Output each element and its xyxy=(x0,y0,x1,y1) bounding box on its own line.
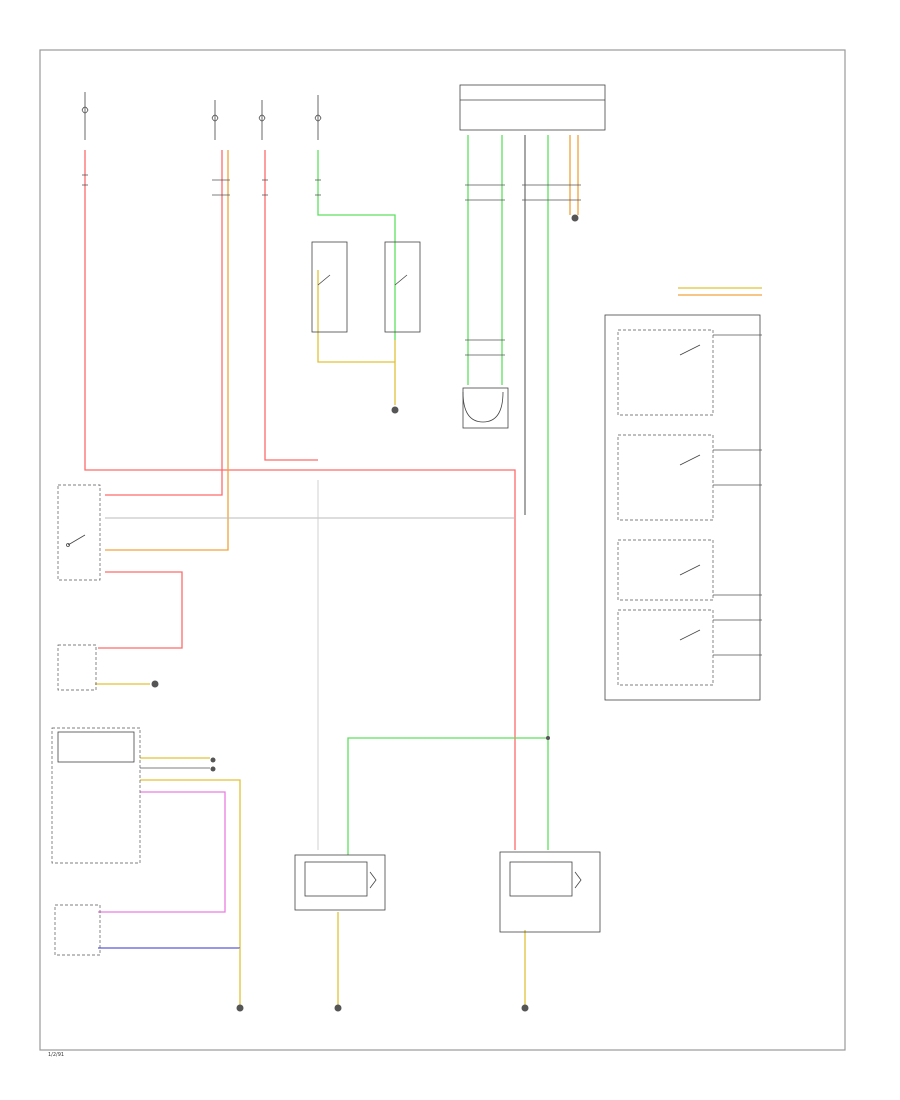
wire-red-4 xyxy=(98,571,183,649)
sensor-box-left xyxy=(54,904,101,956)
cluster-inner xyxy=(57,731,135,763)
connector-icon xyxy=(82,174,581,356)
pump-icon xyxy=(462,387,509,429)
motor-icon xyxy=(509,861,582,897)
wire-red-2 xyxy=(105,150,223,496)
relay-left xyxy=(311,241,348,333)
wire-red-3 xyxy=(264,150,318,461)
fuse-icon xyxy=(258,100,266,140)
switch-icon xyxy=(679,344,701,641)
switch-outputs xyxy=(713,334,762,656)
fuse-icon xyxy=(81,92,89,140)
switch-icon xyxy=(317,274,408,286)
motor-icon xyxy=(304,861,377,897)
switch-icon xyxy=(66,534,86,547)
wire-green-5 xyxy=(347,737,548,855)
control-module-top xyxy=(459,84,606,131)
switch-stack xyxy=(617,329,714,686)
connector-icon xyxy=(210,736,550,772)
wire-pink-1 xyxy=(98,791,226,913)
fuse-icon xyxy=(211,100,219,140)
switch-panel-left xyxy=(57,484,101,581)
fuse-icon xyxy=(314,95,322,140)
instrument-cluster xyxy=(51,727,141,864)
diagram-frame xyxy=(39,49,846,1051)
ground-icon xyxy=(151,214,579,1012)
wires xyxy=(84,135,762,1005)
motor-box-right xyxy=(499,851,601,933)
wire-red-1 xyxy=(84,150,516,850)
wire-yellow-5 xyxy=(140,779,241,948)
wire-orange-1 xyxy=(105,150,229,551)
motor-box-middle xyxy=(294,854,386,911)
switch-box-2 xyxy=(57,644,97,691)
page-id: 1/2/91 xyxy=(48,1052,64,1058)
wire-green-1 xyxy=(317,150,396,340)
wire-yellow-1 xyxy=(317,270,396,405)
fuse-group xyxy=(81,92,322,140)
switch-assembly-right xyxy=(604,314,761,701)
relay-right xyxy=(384,241,421,333)
